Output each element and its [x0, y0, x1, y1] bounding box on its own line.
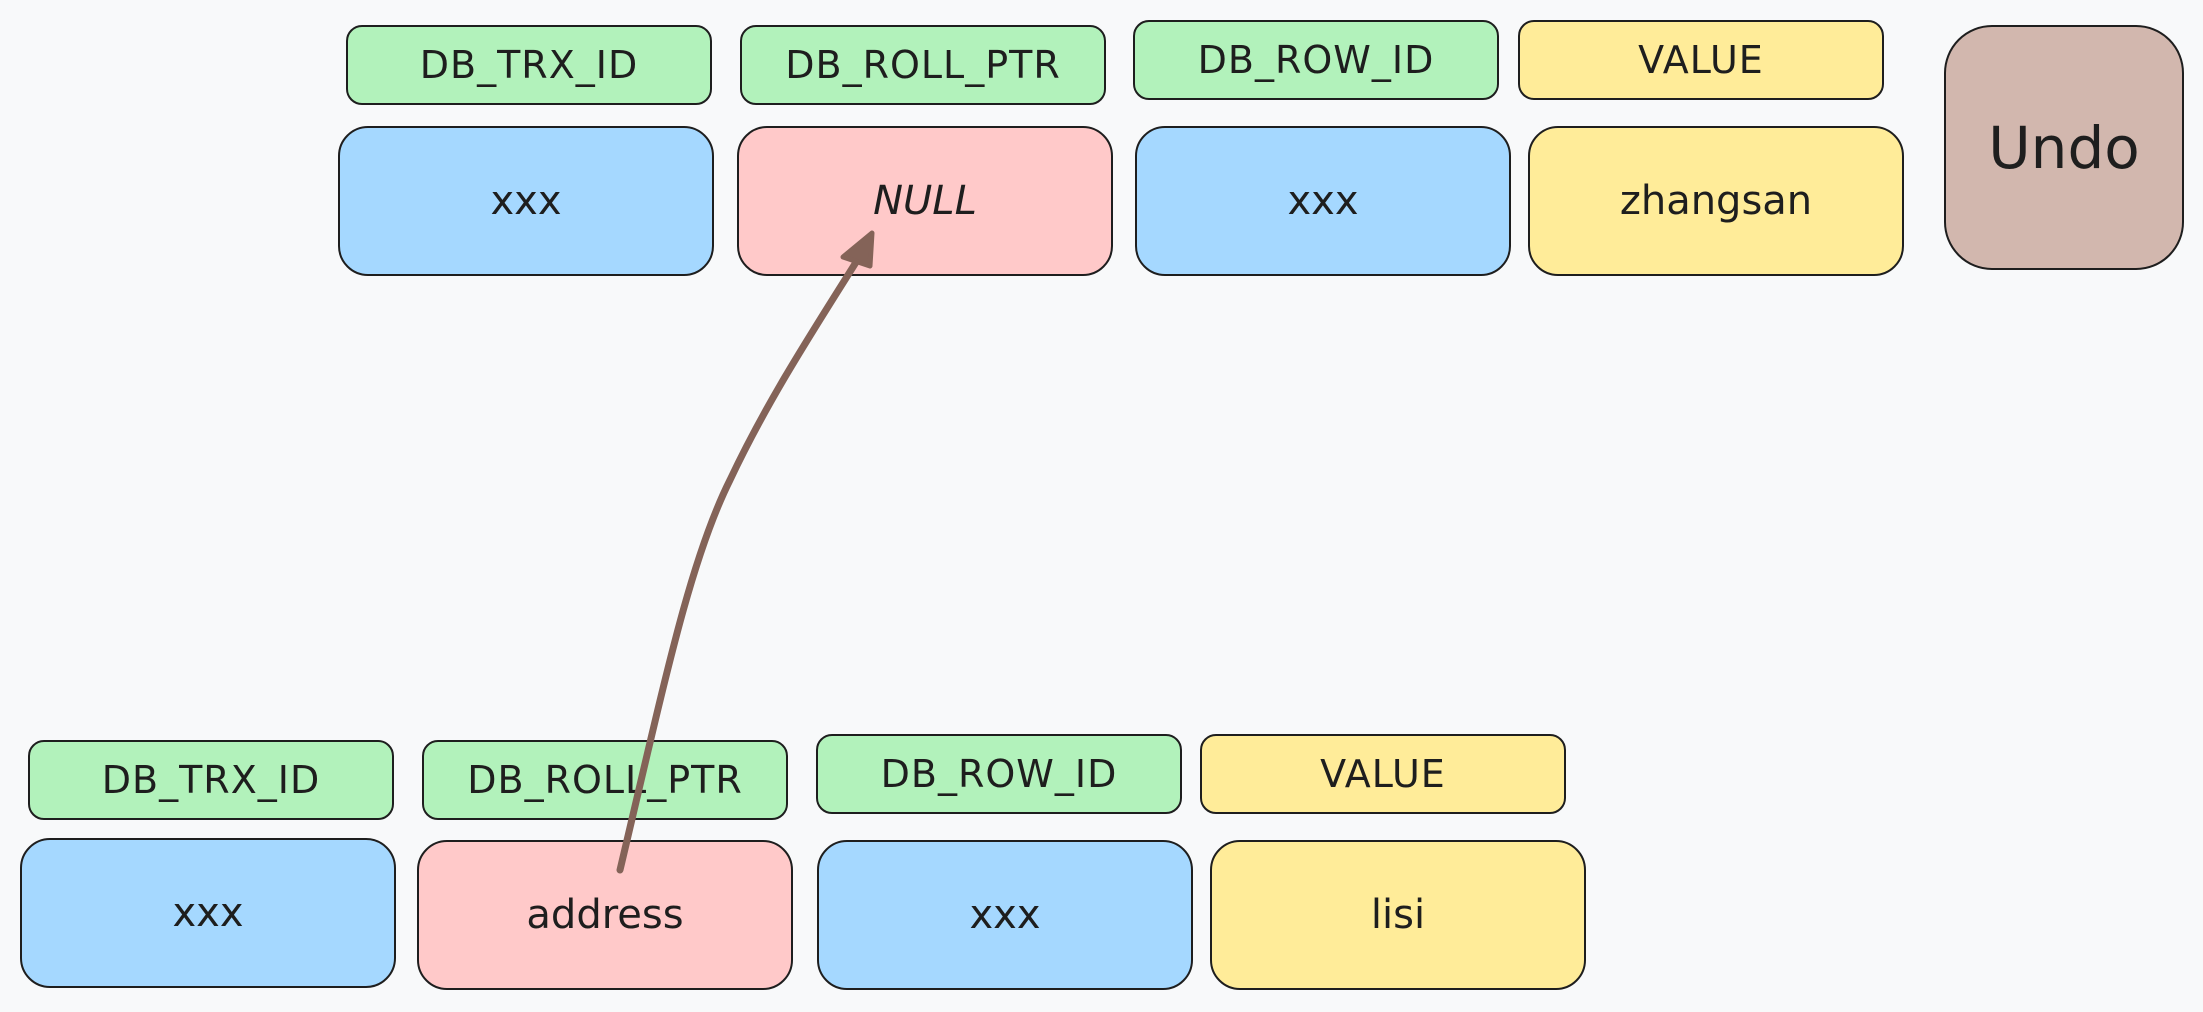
bottom-header-row-id: DB_ROW_ID	[816, 734, 1182, 814]
bottom-header-roll-ptr: DB_ROLL_PTR	[422, 740, 788, 820]
top-value-row-id: xxx	[1135, 126, 1511, 276]
undo-label-box: Undo	[1944, 25, 2184, 270]
top-value-value: zhangsan	[1528, 126, 1904, 276]
top-header-value: VALUE	[1518, 20, 1884, 100]
top-header-roll-ptr: DB_ROLL_PTR	[740, 25, 1106, 105]
bottom-value-trx-id: xxx	[20, 838, 396, 988]
bottom-value-row-id: xxx	[817, 840, 1193, 990]
bottom-value-value: lisi	[1210, 840, 1586, 990]
top-header-trx-id: DB_TRX_ID	[346, 25, 712, 105]
top-header-row-id: DB_ROW_ID	[1133, 20, 1499, 100]
top-value-trx-id: xxx	[338, 126, 714, 276]
top-value-roll-ptr: NULL	[737, 126, 1113, 276]
bottom-value-roll-ptr: address	[417, 840, 793, 990]
bottom-header-value: VALUE	[1200, 734, 1566, 814]
bottom-header-trx-id: DB_TRX_ID	[28, 740, 394, 820]
